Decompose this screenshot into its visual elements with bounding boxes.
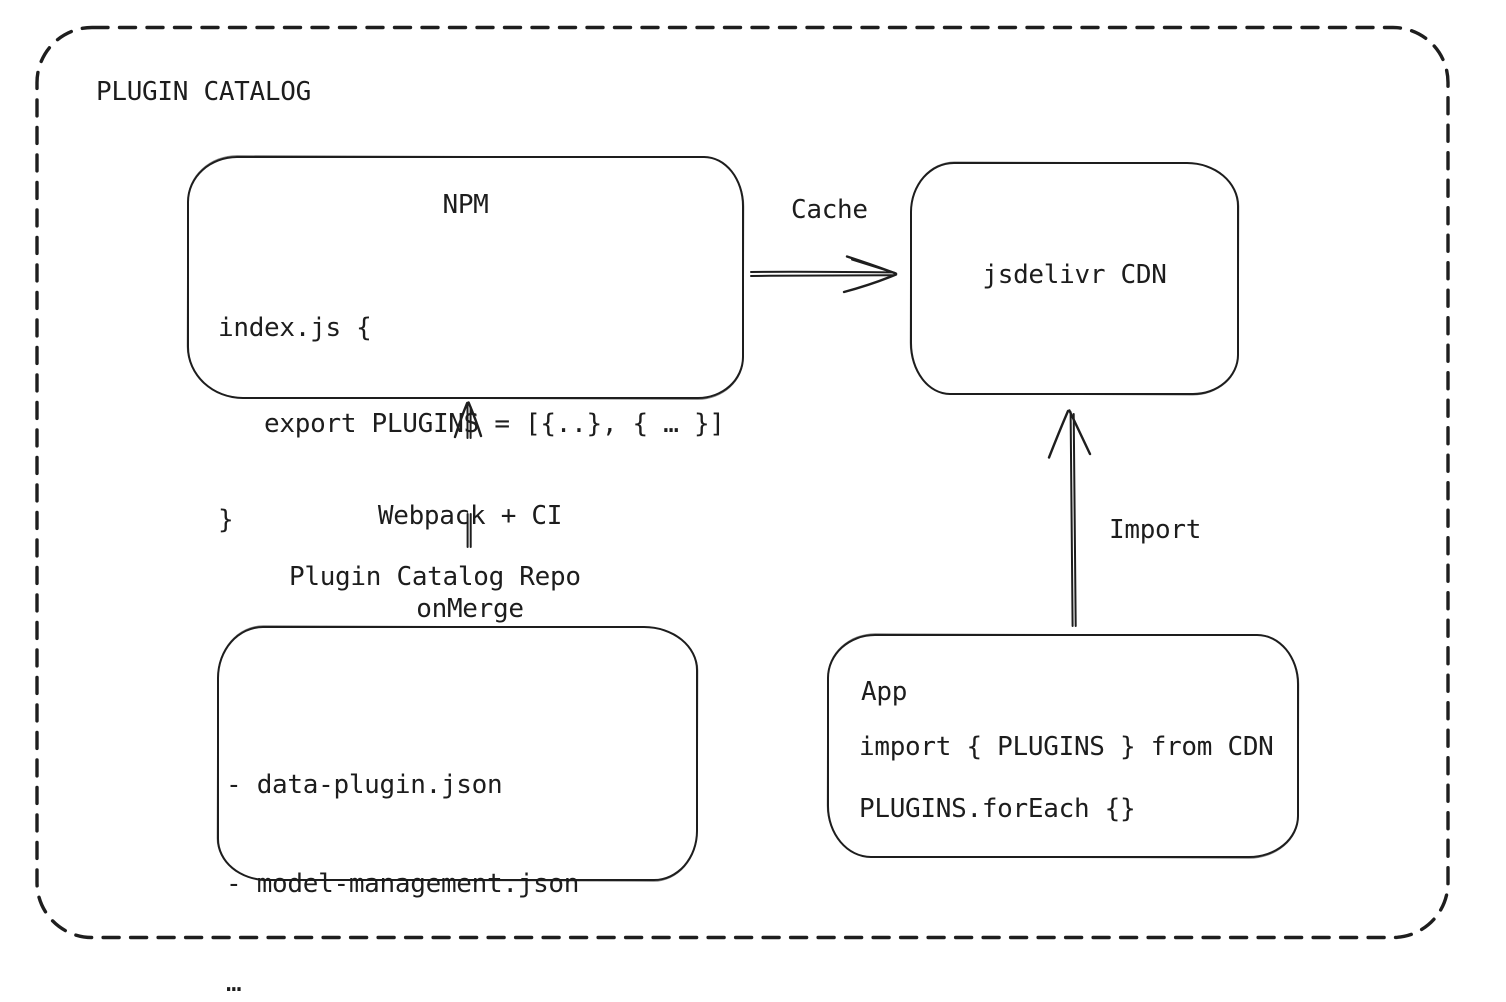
import-arrow-label: Import	[1109, 515, 1202, 545]
npm-title: NPM	[442, 190, 489, 220]
import-arrow	[1047, 409, 1092, 627]
build-arrow-label: Webpack + CI onMerge	[320, 439, 620, 687]
repo-title: Plugin Catalog Repo	[289, 562, 581, 592]
app-title: App	[861, 677, 908, 707]
npm-code-line: export PLUGINS = [{..}, { … }]	[218, 409, 725, 439]
npm-code-line: }	[218, 505, 234, 535]
repo-file-item: - data-plugin.json	[226, 770, 503, 800]
app-code-line: import { PLUGINS } from CDN	[859, 732, 1274, 762]
build-arrow	[453, 401, 483, 548]
cdn-label: jsdelivr CDN	[982, 260, 1167, 290]
npm-code: index.js { export PLUGINS = [{..}, { … }…	[218, 248, 725, 600]
build-arrow-label-line: onMerge	[416, 594, 524, 624]
repo-file-item: - model-management.json	[226, 869, 580, 899]
catalog-boundary	[35, 25, 1450, 940]
cache-arrow-label: Cache	[791, 195, 868, 225]
npm-node	[187, 156, 744, 399]
app-node	[827, 634, 1299, 858]
diagram-title: PLUGIN CATALOG	[96, 77, 311, 107]
cdn-node	[910, 162, 1239, 395]
repo-file-list: - data-plugin.json - model-management.js…	[226, 703, 579, 1002]
repo-file-item: …	[226, 968, 242, 998]
build-arrow-label-line: Webpack + CI	[377, 501, 563, 531]
app-code-line: PLUGINS.forEach {}	[859, 794, 1136, 824]
repo-node	[217, 626, 698, 881]
cache-arrow	[750, 255, 898, 294]
npm-code-line: index.js {	[218, 313, 372, 343]
